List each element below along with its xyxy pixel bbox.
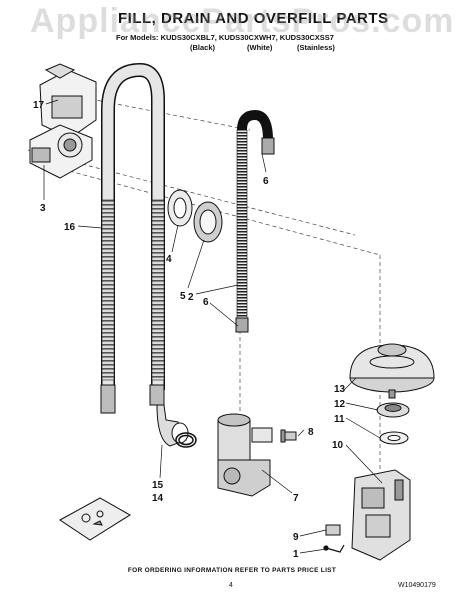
variant-stainless: (Stainless): [297, 43, 335, 52]
callout-9: 9: [293, 532, 299, 543]
callout-10: 10: [332, 440, 344, 451]
switch-part-9: [325, 524, 341, 536]
page-title: FILL, DRAIN AND OVERFILL PARTS: [118, 10, 389, 27]
document-number: W10490179: [398, 582, 436, 589]
vent-assembly: [29, 63, 97, 179]
callout-5: 5: [180, 291, 186, 302]
parts-bag: [59, 497, 131, 541]
variant-white: (White): [247, 43, 273, 52]
callout-1: 1: [293, 549, 299, 560]
seal-11: [379, 431, 409, 445]
screw: [280, 429, 297, 443]
page-number: 4: [229, 582, 233, 589]
leader-lines: [43, 99, 383, 554]
callout-13: 13: [334, 384, 346, 395]
callout-3: 3: [40, 203, 46, 214]
wire-part-1: [323, 544, 345, 553]
callout-7: 7: [293, 493, 299, 504]
manifold-cap: [349, 343, 435, 399]
ordering-note: FOR ORDERING INFORMATION REFER TO PARTS …: [127, 567, 337, 574]
fill-hose: [235, 109, 275, 333]
callout-4: 4: [166, 254, 172, 265]
callout-6b: 6: [203, 297, 209, 308]
float-switch-assembly: [351, 469, 411, 561]
callout-2: 2: [188, 292, 194, 303]
hose-clamp: [175, 432, 197, 448]
hose-fitting: [193, 201, 223, 243]
callout-14: 14: [152, 493, 164, 504]
callout-17: 17: [33, 100, 45, 111]
inlet-valve: [217, 413, 273, 497]
drain-hose: [100, 62, 189, 447]
models-line: For Models: KUDS30CXBL7, KUDS30CXWH7, KU…: [116, 33, 334, 42]
callout-12: 12: [334, 399, 346, 410]
callout-16: 16: [64, 222, 76, 233]
seal-12: [376, 402, 410, 418]
callout-11: 11: [334, 414, 345, 425]
grommet: [167, 189, 193, 227]
callout-15: 15: [152, 480, 164, 491]
callout-6a: 6: [263, 176, 269, 187]
variant-black: (Black): [190, 43, 216, 52]
callout-labels: 17 3 16 4 5 2 6 6 13 12 11 8 10 7 15 14 …: [33, 100, 346, 560]
callout-8: 8: [308, 427, 314, 438]
